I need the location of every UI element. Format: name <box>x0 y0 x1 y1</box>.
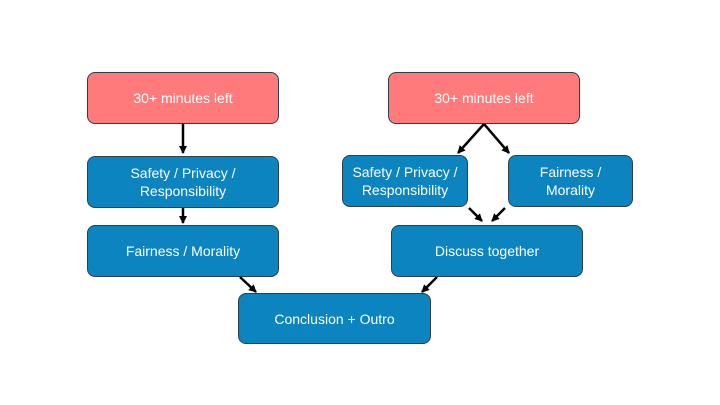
arrow-right-start-to-fairness <box>483 123 510 154</box>
arrow-left-fairness-to-conclusion <box>239 276 257 293</box>
arrow-right-start-to-safety <box>457 123 485 154</box>
left-safety-node: Safety / Privacy / Responsibility <box>87 156 279 208</box>
right-safety-node: Safety / Privacy / Responsibility <box>342 155 468 207</box>
discuss-together-node: Discuss together <box>391 225 583 277</box>
left-fairness-node: Fairness / Morality <box>87 225 279 277</box>
conclusion-node: Conclusion + Outro <box>238 293 431 344</box>
right-start-node: 30+ minutes left <box>388 72 580 124</box>
arrow-right-safety-to-discuss <box>468 207 483 222</box>
arrow-right-discuss-to-conclusion <box>421 276 438 293</box>
left-start-node: 30+ minutes left <box>87 72 279 124</box>
right-fairness-node: Fairness / Morality <box>508 155 633 207</box>
arrow-right-fairness-to-discuss <box>491 207 506 222</box>
